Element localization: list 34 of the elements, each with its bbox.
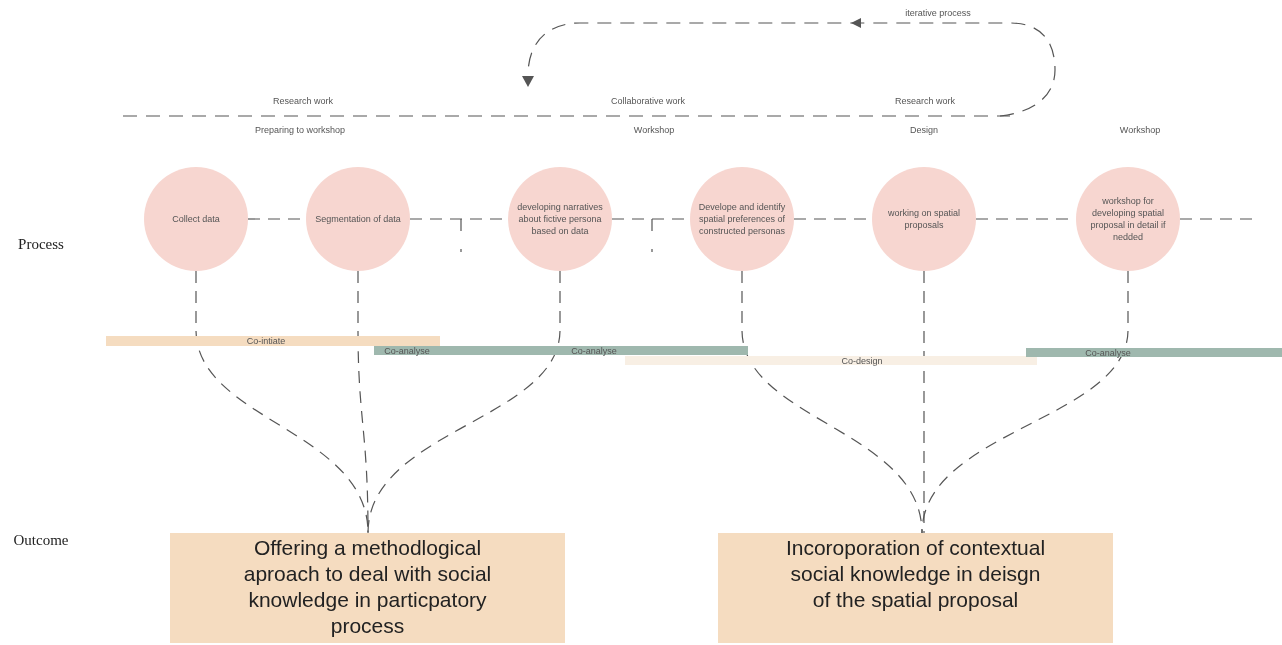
connector-line bbox=[923, 270, 925, 534]
phase-label: Co-analyse bbox=[1085, 348, 1131, 358]
outcome-text: Incoroporation of contextual social knowledge in deisgn of the spatial proposal bbox=[784, 535, 1047, 613]
connector-line bbox=[921, 270, 1129, 534]
phase-bar bbox=[106, 336, 440, 346]
phase-caption: Workshop bbox=[633, 124, 675, 138]
phase-label: Co-analyse bbox=[384, 346, 430, 356]
step-text: Collect data bbox=[172, 213, 220, 225]
step-text: Develope and identify spatial preferences of constructed personas bbox=[697, 201, 787, 237]
phase-caption: iterative process bbox=[905, 7, 971, 21]
step-text: working on spatial proposals bbox=[886, 207, 961, 231]
phase-bar bbox=[1026, 348, 1282, 357]
outcome-text: Offering a methodlogical aproach to deal with social knowledge in particpatory process bbox=[242, 535, 493, 639]
outcome-box bbox=[170, 533, 565, 643]
phase-bar bbox=[374, 346, 748, 355]
row-label: Process bbox=[18, 234, 64, 254]
phase-caption: Workshop bbox=[1119, 124, 1161, 138]
step-text: workshop for developing spatial proposal in detail if nedded bbox=[1089, 195, 1167, 243]
connector-line bbox=[357, 270, 369, 534]
phase-label: Co-analyse bbox=[571, 346, 617, 356]
row-label: Outcome bbox=[13, 530, 69, 550]
phase-caption: Collaborative work bbox=[611, 95, 685, 109]
connector-line bbox=[367, 270, 561, 534]
phase-label: Co-design bbox=[841, 356, 883, 366]
phase-caption: Research work bbox=[273, 95, 333, 109]
step-text: developing narratives about fictive persona based on data bbox=[516, 201, 604, 237]
phase-caption: Preparing to workshop bbox=[254, 124, 346, 138]
phase-caption: Design bbox=[910, 124, 938, 138]
phase-bar bbox=[625, 356, 1037, 365]
outcome-box bbox=[718, 533, 1113, 643]
phase-label: Co-intiate bbox=[246, 336, 286, 346]
step-text: Segmentation of data bbox=[315, 213, 401, 225]
connector-line bbox=[1179, 218, 1253, 220]
phase-caption: Research work bbox=[895, 95, 955, 109]
